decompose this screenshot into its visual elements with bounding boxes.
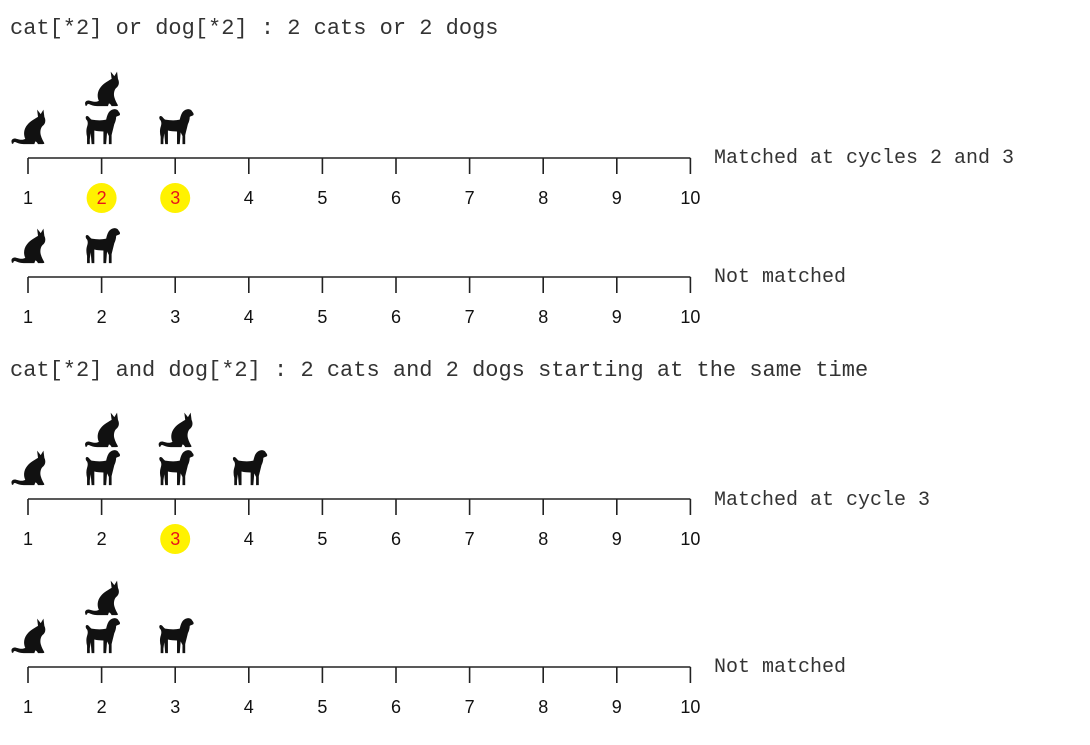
timeline-2-2-tick-label: 6 — [391, 697, 401, 717]
timeline-1-2-tick-label: 6 — [391, 307, 401, 327]
timeline-1-1-tick-label: 6 — [391, 188, 401, 208]
timeline-1-2-tick-label: 5 — [317, 307, 327, 327]
timeline-2-1: 1 2 3 4 5 6 7 8 9 10 — [11, 412, 700, 554]
timeline-1-1-tick-label: 8 — [538, 188, 548, 208]
dog-icon — [85, 228, 121, 264]
timeline-1-1-status: Matched at cycles 2 and 3 — [714, 147, 1014, 170]
timeline-2-1-tick-label: 4 — [244, 529, 254, 549]
timeline-2-2-tick-label: 8 — [538, 697, 548, 717]
timeline-1-1-tick-label: 10 — [680, 188, 700, 208]
timeline-2-2-tick-label: 1 — [23, 697, 33, 717]
timeline-2-1-tick-label: 6 — [391, 529, 401, 549]
timeline-2-2-status: Not matched — [714, 656, 846, 679]
timeline-2-2: 1 2 3 4 5 6 7 8 9 10 — [11, 580, 700, 717]
timeline-1-1-highlight-2 — [86, 183, 117, 213]
timeline-2-1-tick-label: 8 — [538, 529, 548, 549]
timeline-2-1-tick-label: 2 — [97, 529, 107, 549]
timeline-1-1-highlight-3 — [160, 183, 191, 213]
dog-icon — [159, 450, 194, 486]
timeline-1-2-tick-label: 2 — [97, 307, 107, 327]
timeline-1-1-tick-label: 7 — [465, 188, 475, 208]
dog-icon — [85, 450, 121, 486]
timeline-1-2-tick-label: 10 — [680, 307, 700, 327]
cat-icon — [158, 412, 193, 448]
timeline-1-2-tick-label: 7 — [465, 307, 475, 327]
dog-icon — [232, 450, 268, 486]
cat-icon — [85, 71, 119, 107]
timeline-2-1-tick-label: 10 — [680, 529, 700, 549]
timeline-1-1-tick-label: 5 — [317, 188, 327, 208]
cat-icon — [11, 109, 46, 145]
timeline-1-1-tick-label: 3 — [170, 188, 180, 208]
timeline-2-2-tick-label: 9 — [612, 697, 622, 717]
timeline-1-2-tick-label: 3 — [170, 307, 180, 327]
timeline-1-2-tick-label: 8 — [538, 307, 548, 327]
cat-icon — [85, 580, 119, 616]
timeline-2-2-tick-label: 5 — [317, 697, 327, 717]
timeline-1-2-status: Not matched — [714, 266, 846, 289]
timeline-1-1-tick-label: 2 — [97, 188, 107, 208]
timeline-2-1-status: Matched at cycle 3 — [714, 489, 930, 512]
timeline-2-1-tick-label: 3 — [170, 529, 180, 549]
timeline-2-2-tick-label: 4 — [244, 697, 254, 717]
timeline-2-2-tick-label: 2 — [97, 697, 107, 717]
dog-icon — [85, 109, 121, 145]
timeline-1-1-tick-label: 9 — [612, 188, 622, 208]
timeline-2-2-tick-label: 3 — [170, 697, 180, 717]
timeline-2-1-tick-label: 5 — [317, 529, 327, 549]
timeline-1-2-tick-label: 4 — [244, 307, 254, 327]
timeline-2-1-tick-label: 7 — [465, 529, 475, 549]
section-2-heading: cat[*2] and dog[*2] : 2 cats and 2 dogs … — [10, 358, 868, 383]
dog-icon — [85, 618, 121, 654]
dog-icon — [159, 618, 194, 654]
timeline-2-2-tick-label: 7 — [465, 697, 475, 717]
dog-icon — [159, 109, 194, 145]
timeline-1-2-tick-label: 1 — [23, 307, 33, 327]
timeline-2-2-tick-label: 10 — [680, 697, 700, 717]
timeline-2-1-highlight-3 — [160, 524, 191, 554]
section-1-heading: cat[*2] or dog[*2] : 2 cats or 2 dogs — [10, 16, 498, 41]
cat-icon — [11, 618, 46, 654]
cat-icon — [11, 228, 46, 264]
timeline-1-1-tick-label: 1 — [23, 188, 33, 208]
timeline-1-1-tick-label: 4 — [244, 188, 254, 208]
timeline-1-2: 1 2 3 4 5 6 7 8 9 10 — [11, 228, 700, 327]
timeline-2-1-tick-label: 1 — [23, 529, 33, 549]
timeline-1-1: 1 2 3 4 5 6 7 8 9 10 — [11, 71, 700, 213]
timeline-2-1-tick-label: 9 — [612, 529, 622, 549]
timeline-1-2-tick-label: 9 — [612, 307, 622, 327]
cat-icon — [85, 412, 119, 448]
cat-icon — [11, 450, 46, 486]
